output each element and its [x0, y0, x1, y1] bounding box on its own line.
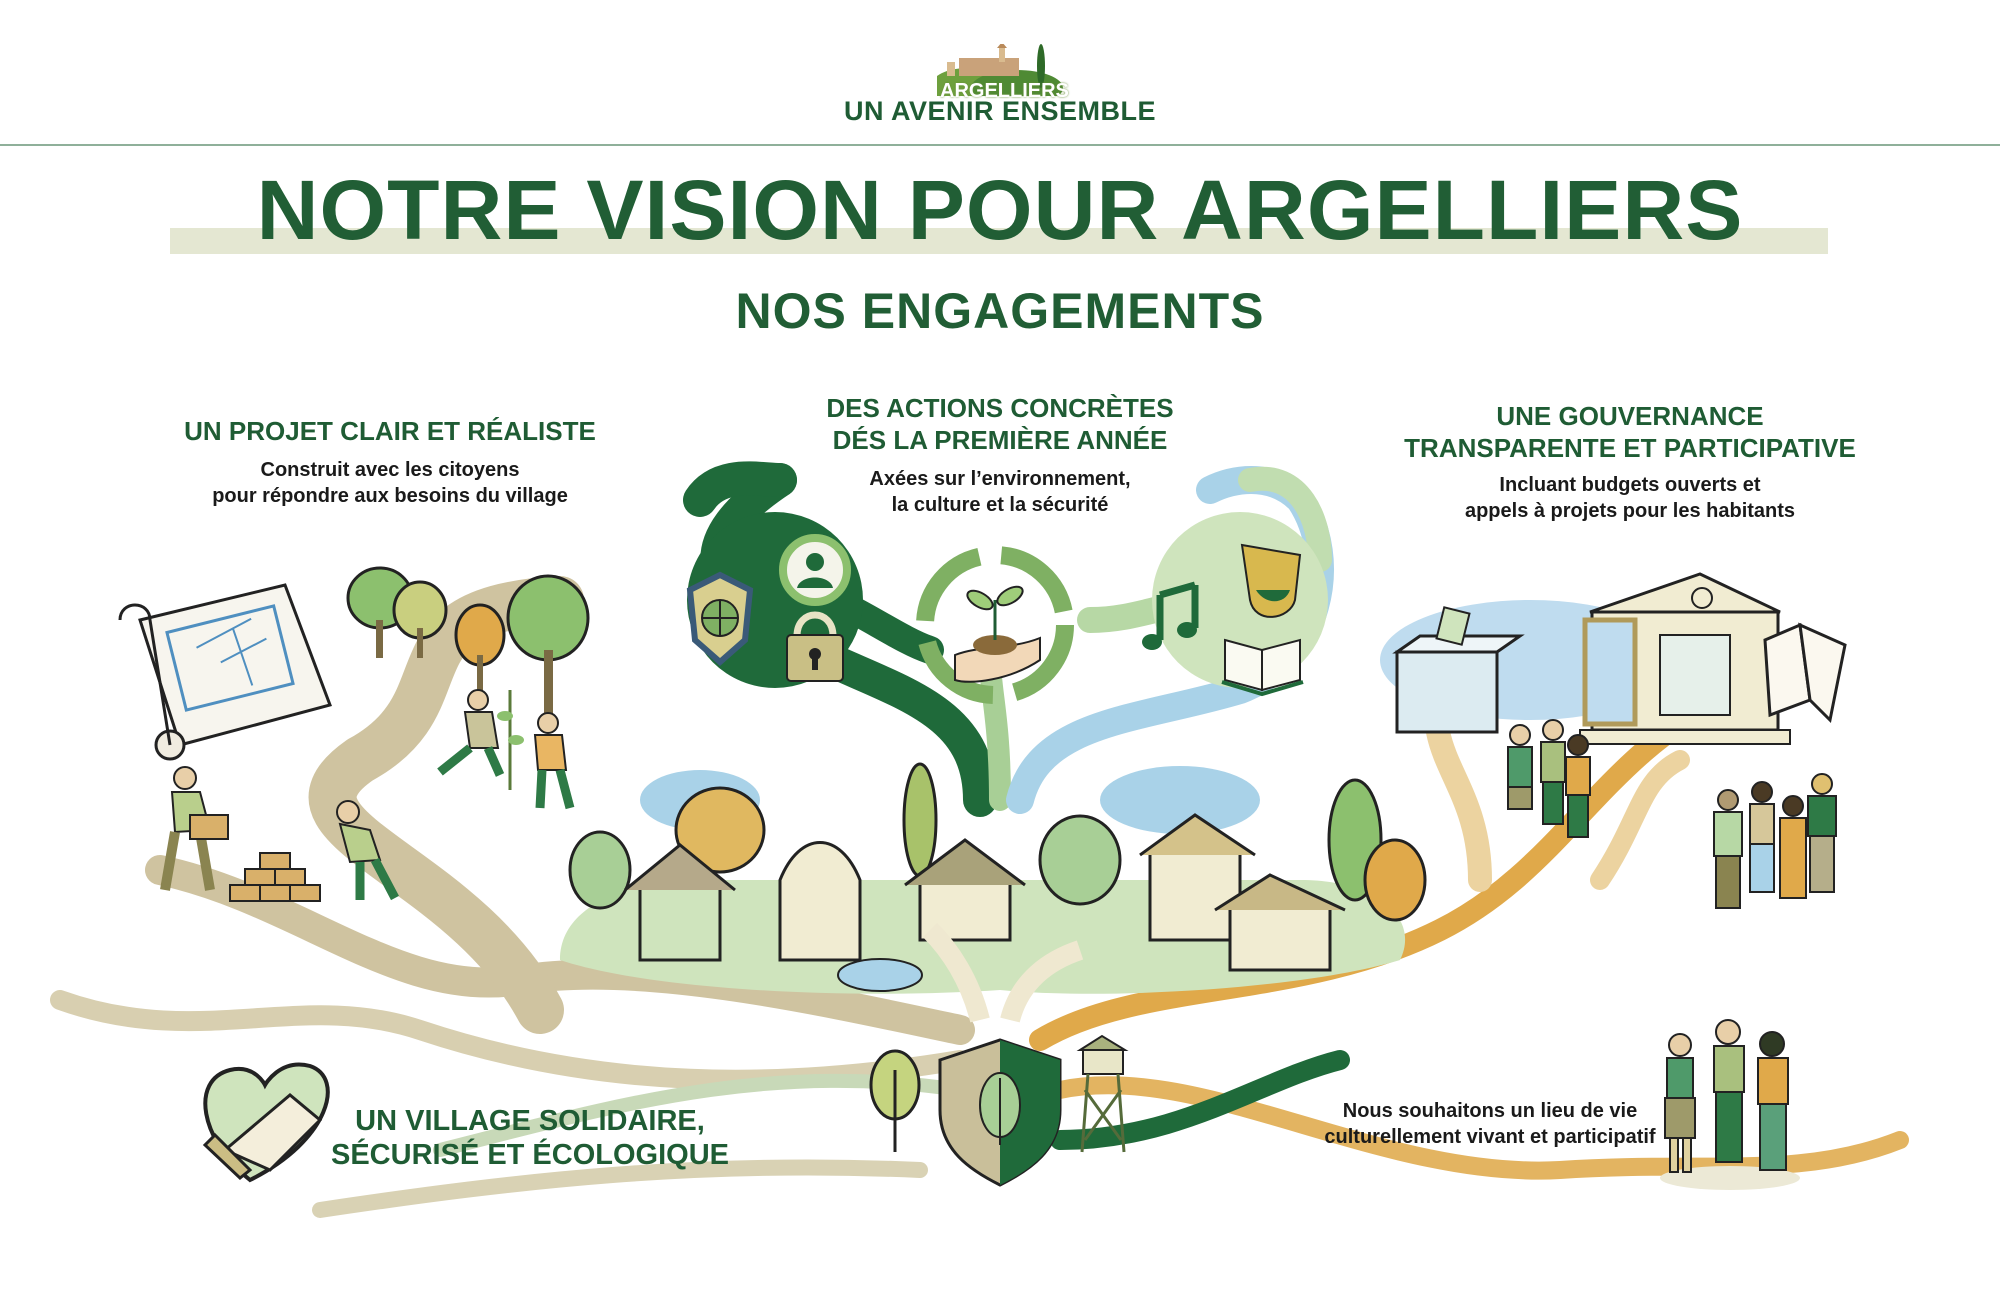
- section-culture-text: Nous souhaitons un lieu de vie culturell…: [1290, 1098, 1690, 1150]
- logo-slogan: UN AVENIR ENSEMBLE: [843, 96, 1157, 126]
- section-actions-heading-line: DÉS LA PREMIÈRE ANNÉE: [832, 425, 1168, 455]
- page-subtitle: NOS ENGAGEMENTS: [735, 283, 1265, 339]
- shield-icon: [686, 571, 754, 666]
- header-divider: [0, 144, 2000, 146]
- section-actions-line: la culture et la sécurité: [891, 494, 1109, 516]
- town-hall-icon: [1579, 572, 1791, 745]
- village-skyline-icon: [937, 44, 1063, 96]
- padlock-icon: [786, 611, 844, 682]
- heart-handshake-icon: [202, 1062, 330, 1183]
- trees-left: [346, 566, 590, 720]
- culture-icons-cluster: [1142, 512, 1328, 697]
- section-projet-line: Construit avec les citoyens: [260, 459, 520, 481]
- argelliers-logo: [935, 42, 1065, 112]
- tree-icon: [869, 1049, 921, 1152]
- section-gouvernance-line: appels à projets pour les habitants: [1464, 500, 1796, 522]
- title-underline-band: [170, 228, 1828, 254]
- section-gouvernance-heading-line: TRANSPARENTE ET PARTICIPATIVE: [1404, 433, 1856, 463]
- logo-town-name: ARGELLIERS: [940, 80, 1069, 102]
- blueprint-icon: [118, 583, 332, 761]
- section-gouvernance-line: Incluant budgets ouverts et: [1499, 474, 1761, 496]
- page-title: NOTRE VISION POUR ARGELLIERS: [256, 163, 1744, 257]
- section-gouvernance-heading: UNE GOUVERNANCE TRANSPARENTE ET PARTICIP…: [1340, 400, 1920, 464]
- user-circle-icon: [779, 534, 851, 606]
- section-actions-text: Axées sur l’environnement, la culture et…: [760, 466, 1240, 518]
- watchtower-icon: [1076, 1034, 1129, 1153]
- open-book-icon: [1221, 638, 1304, 697]
- section-gouvernance-heading-line: UNE GOUVERNANCE: [1496, 401, 1764, 431]
- section-culture-line: culturellement vivant et participatif: [1324, 1126, 1656, 1148]
- theater-mask-icon: [1240, 543, 1302, 618]
- recycle-plant-hand-icon: [916, 546, 1074, 704]
- section-actions-line: Axées sur l’environnement,: [869, 468, 1131, 490]
- section-actions-heading: DES ACTIONS CONCRÈTES DÉS LA PREMIÈRE AN…: [760, 392, 1240, 456]
- safety-icons-cluster: [686, 512, 863, 688]
- section-village-heading: UN VILLAGE SOLIDAIRE, SÉCURISÉ ET ÉCOLOG…: [300, 1104, 760, 1172]
- music-note-icon: [1142, 581, 1199, 650]
- section-village-heading-line: SÉCURISÉ ET ÉCOLOGIQUE: [331, 1139, 729, 1171]
- section-projet-text: Construit avec les citoyens pour répondr…: [120, 457, 660, 509]
- section-culture-line: Nous souhaitons un lieu de vie: [1342, 1100, 1638, 1122]
- citizens-trio-icon: [1660, 1019, 1800, 1190]
- citizens-group-icon: [1507, 719, 1837, 909]
- section-projet-line: pour répondre aux besoins du village: [212, 485, 568, 507]
- people-building-icon: [160, 689, 575, 902]
- section-village-heading-line: UN VILLAGE SOLIDAIRE,: [355, 1105, 705, 1137]
- open-book-icon: [1763, 622, 1847, 724]
- section-projet-heading: UN PROJET CLAIR ET RÉALISTE: [184, 416, 596, 446]
- section-gouvernance-text: Incluant budgets ouverts et appels à pro…: [1340, 472, 1920, 524]
- village-houses: [560, 762, 1427, 1023]
- section-actions-heading-line: DES ACTIONS CONCRÈTES: [826, 393, 1174, 423]
- leaf-shield-icon: [938, 1038, 1062, 1187]
